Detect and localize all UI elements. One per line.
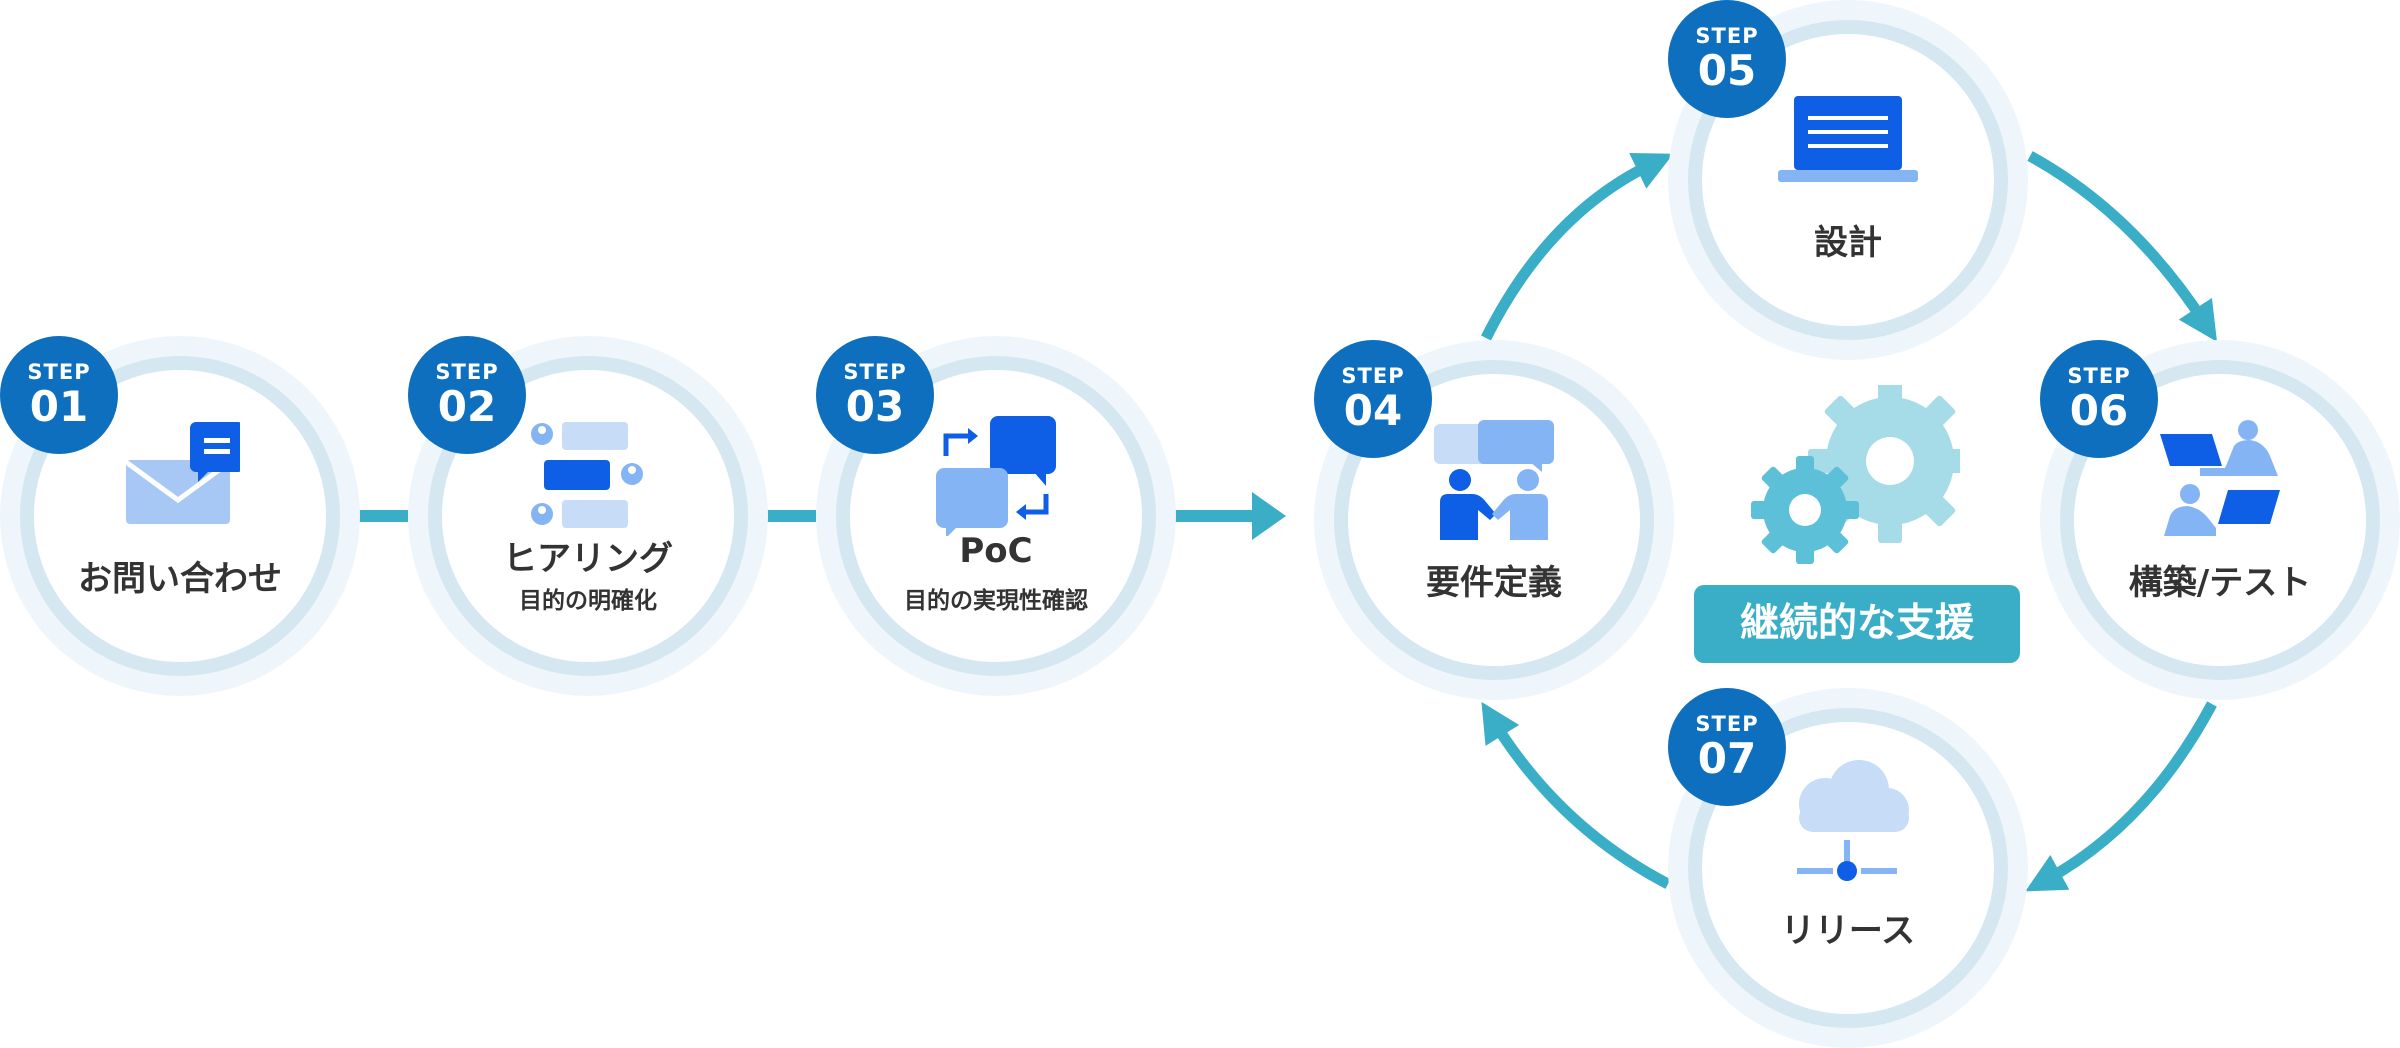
- step-number: 05: [1697, 46, 1757, 95]
- chat-exchange-icon: [936, 416, 1056, 536]
- step-number: 04: [1343, 386, 1403, 435]
- cycle-arrow-06-07: [2025, 701, 2217, 892]
- gears-icon: [1751, 385, 1960, 564]
- step-01: STEP 01 お問い合わせ: [0, 336, 360, 696]
- step-badge: STEP 06: [2040, 340, 2158, 458]
- step-title: PoC: [959, 531, 1033, 571]
- step-subtitle: 目的の明確化: [519, 588, 657, 614]
- connector-line-01-02: [358, 510, 408, 522]
- step-badge: STEP 05: [1668, 0, 1786, 118]
- connector-line-02-03: [766, 510, 816, 522]
- conversation-icon: [531, 422, 643, 528]
- step-badge: STEP 07: [1668, 688, 1786, 806]
- handshake-icon: [1434, 420, 1554, 540]
- step-number: 07: [1697, 734, 1757, 783]
- step-number: 02: [437, 382, 497, 431]
- arrow-to-cycle: [1174, 492, 1286, 540]
- mail-icon: [124, 422, 240, 524]
- step-03: STEP 03 PoC 目的の実現性確認: [816, 336, 1176, 696]
- laptop-icon: [1778, 96, 1918, 182]
- cycle-arrow-07-04: [1481, 701, 1671, 889]
- cycle-arrow-05-06: [2027, 151, 2218, 342]
- step-06: STEP 06 構築/テスト: [2040, 340, 2400, 700]
- step-label: STEP: [843, 360, 907, 384]
- step-label: STEP: [1341, 364, 1405, 388]
- step-badge: STEP 02: [408, 336, 526, 454]
- step-badge: STEP 01: [0, 336, 118, 454]
- step-title: お問い合わせ: [78, 559, 282, 599]
- step-label: STEP: [1695, 712, 1759, 736]
- step-title: ヒアリング: [503, 539, 673, 579]
- cycle-arrow-04-05: [1481, 153, 1674, 341]
- step-subtitle: 目的の実現性確認: [904, 588, 1088, 614]
- step-label: STEP: [2067, 364, 2131, 388]
- step-number: 06: [2069, 386, 2129, 435]
- step-badge: STEP 03: [816, 336, 934, 454]
- step-02: STEP 02 ヒアリング 目的の明確化: [408, 336, 768, 696]
- step-label: STEP: [435, 360, 499, 384]
- step-badge: STEP 04: [1314, 340, 1432, 458]
- step-label: STEP: [1695, 24, 1759, 48]
- step-title: リリース: [1780, 911, 1916, 951]
- step-title: 構築/テスト: [2128, 563, 2312, 603]
- step-title: 設計: [1814, 223, 1882, 263]
- step-title: 要件定義: [1426, 563, 1562, 603]
- step-07: STEP 07 リリース: [1668, 688, 2028, 1048]
- continuous-support-label: 継続的な支援: [1694, 585, 2020, 663]
- step-number: 03: [845, 382, 905, 431]
- step-05: STEP 05 設計: [1668, 0, 2028, 360]
- step-label: STEP: [27, 360, 91, 384]
- developers-icon: [2160, 420, 2280, 536]
- step-number: 01: [29, 382, 89, 431]
- step-04: STEP 04 要件定義: [1314, 340, 1674, 700]
- cloud-network-icon: [1797, 760, 1909, 881]
